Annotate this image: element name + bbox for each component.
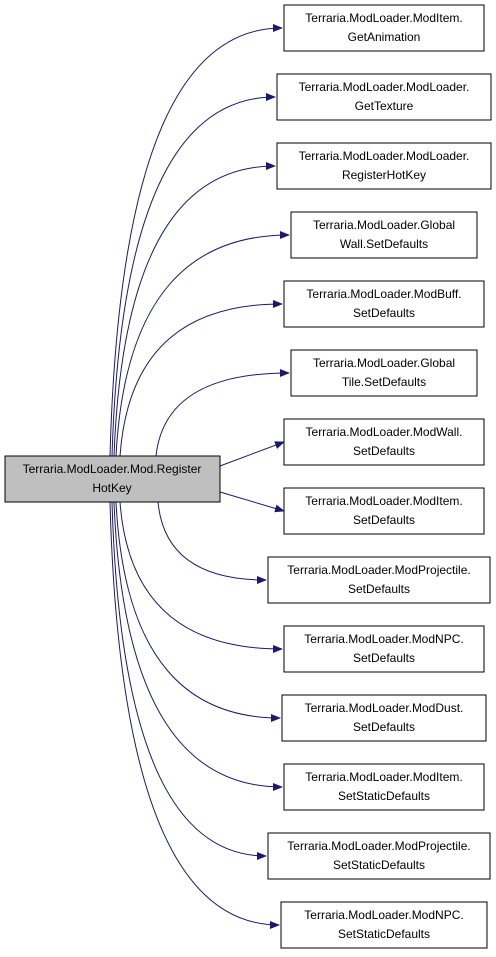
target-node-box: [283, 418, 485, 466]
call-edge: [115, 501, 281, 722]
target-node-box: [290, 211, 478, 259]
target-node-label-line1: Terraria.ModLoader.ModWall.: [306, 425, 463, 439]
target-node-box: [276, 142, 492, 190]
target-node[interactable]: Terraria.ModLoader.ModDust. SetDefaults: [281, 694, 487, 742]
target-node-box: [290, 349, 478, 397]
target-node-box: [267, 832, 491, 880]
target-node-label-line1: Terraria.ModLoader.ModItem.: [305, 770, 462, 784]
edges: [109, 24, 290, 929]
target-node-label-line2: Wall.SetDefaults: [340, 237, 428, 251]
target-node[interactable]: Terraria.ModLoader.ModNPC. SetDefaults: [283, 625, 485, 673]
target-node-label-line2: SetDefaults: [353, 306, 415, 320]
call-edge: [111, 501, 267, 860]
call-edge: [109, 501, 280, 929]
target-node[interactable]: Terraria.ModLoader.ModItem. GetAnimation: [283, 4, 485, 52]
target-node-box: [280, 901, 488, 949]
nodes: Terraria.ModLoader.Mod.Register HotKey T…: [4, 4, 492, 949]
target-node[interactable]: Terraria.ModLoader.ModLoader. GetTexture: [276, 73, 492, 121]
target-node-label-line2: GetTexture: [355, 99, 414, 113]
target-node-label-line1: Terraria.ModLoader.ModProjectile.: [287, 563, 470, 577]
target-node[interactable]: Terraria.ModLoader.ModItem. SetStaticDefa…: [283, 763, 485, 811]
target-node-box: [283, 763, 485, 811]
call-edge: [115, 231, 290, 457]
call-edge: [113, 501, 283, 791]
target-node-label-line2: GetAnimation: [348, 30, 421, 44]
target-node-label-line2: SetDefaults: [353, 720, 415, 734]
target-node-label-line1: Terraria.ModLoader.Global: [313, 218, 455, 232]
call-edge: [109, 24, 283, 457]
call-edge: [155, 369, 290, 457]
target-node-label-line2: RegisterHotKey: [342, 168, 426, 182]
target-node-label-line1: Terraria.ModLoader.ModNPC.: [304, 908, 463, 922]
target-node-label-line2: SetDefaults: [353, 513, 415, 527]
call-edge: [219, 491, 285, 513]
call-edge: [113, 162, 276, 457]
target-node[interactable]: Terraria.ModLoader.ModProjectile. SetDefa…: [267, 556, 491, 604]
call-edge: [219, 441, 285, 467]
target-node-label-line1: Terraria.ModLoader.ModLoader.: [299, 80, 470, 94]
target-node-label-line1: Terraria.ModLoader.ModItem.: [305, 494, 462, 508]
target-node-label-line2: Tile.SetDefaults: [342, 375, 426, 389]
target-node-label-line1: Terraria.ModLoader.ModNPC.: [304, 632, 463, 646]
target-node-label-line2: SetDefaults: [353, 651, 415, 665]
target-node-label-line1: Terraria.ModLoader.ModLoader.: [299, 149, 470, 163]
target-node-box: [283, 625, 485, 673]
target-node-box: [283, 4, 485, 52]
target-node-label-line1: Terraria.ModLoader.Global: [313, 356, 455, 370]
target-node-label-line2: SetDefaults: [348, 582, 410, 596]
target-node[interactable]: Terraria.ModLoader.ModBuff. SetDefaults: [283, 280, 485, 328]
call-edge: [111, 93, 276, 457]
call-edge: [119, 501, 283, 653]
target-node-box: [276, 73, 492, 121]
target-node-label-line1: Terraria.ModLoader.ModItem.: [305, 11, 462, 25]
source-node-label-line1: Terraria.ModLoader.Mod.Register: [23, 462, 202, 476]
target-node-label-line2: SetStaticDefaults: [338, 927, 430, 941]
target-node-box: [283, 487, 485, 535]
target-node[interactable]: Terraria.ModLoader.ModWall. SetDefaults: [283, 418, 485, 466]
target-node-box: [283, 280, 485, 328]
call-edge: [157, 501, 267, 584]
target-node[interactable]: Terraria.ModLoader.ModProjectile. SetStat…: [267, 832, 491, 880]
target-node-label-line1: Terraria.ModLoader.ModDust.: [305, 701, 464, 715]
source-node-label-line2: HotKey: [92, 481, 131, 495]
target-node[interactable]: Terraria.ModLoader.ModNPC. SetStaticDefau…: [280, 901, 488, 949]
target-node-label-line2: SetStaticDefaults: [338, 789, 430, 803]
target-node-label-line1: Terraria.ModLoader.ModProjectile.: [287, 839, 470, 853]
target-node-box: [267, 556, 491, 604]
target-node[interactable]: Terraria.ModLoader.ModLoader. RegisterHot…: [276, 142, 492, 190]
call-edge: [119, 300, 283, 457]
target-node[interactable]: Terraria.ModLoader.GlobalTile.SetDefault…: [290, 349, 478, 397]
target-node-label-line2: SetDefaults: [353, 444, 415, 458]
target-node-label-line2: SetStaticDefaults: [333, 858, 425, 872]
target-node[interactable]: Terraria.ModLoader.GlobalWall.SetDefault…: [290, 211, 478, 259]
target-node-label-line1: Terraria.ModLoader.ModBuff.: [306, 287, 461, 301]
target-node-box: [281, 694, 487, 742]
source-node[interactable]: Terraria.ModLoader.Mod.Register HotKey: [4, 455, 221, 503]
target-node[interactable]: Terraria.ModLoader.ModItem. SetDefaults: [283, 487, 485, 535]
